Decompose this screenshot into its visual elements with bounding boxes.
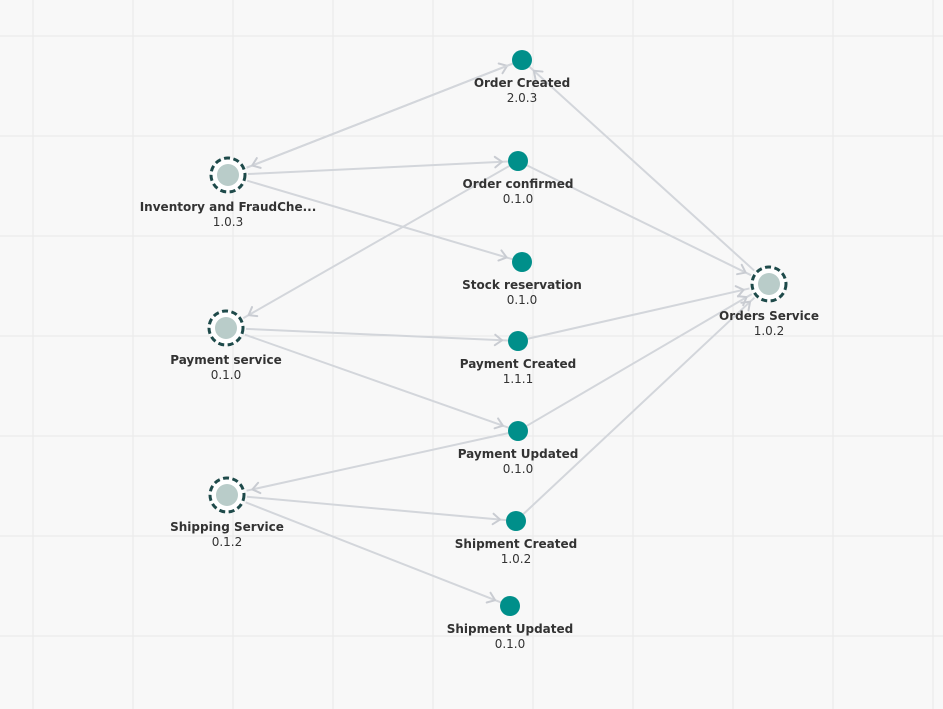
edge-line (526, 293, 753, 427)
node-name-label: Order Created (474, 76, 570, 90)
edge-arrow-head (532, 69, 544, 81)
service-core (758, 273, 780, 295)
node-name-label: Payment service (170, 353, 282, 367)
node-name-label: Orders Service (719, 309, 819, 323)
event-dot (508, 151, 528, 171)
event-dot (508, 331, 528, 351)
edge-line (246, 179, 513, 261)
node-name-label: Shipment Updated (447, 622, 573, 636)
edge-orders-to-order-created (528, 65, 755, 272)
node-name-label: Inventory and FraudChe... (140, 200, 317, 214)
edge-shipment-created-to-orders (522, 296, 756, 515)
service-node-inventory[interactable]: Inventory and FraudChe...1.0.3 (140, 156, 317, 229)
edge-line (245, 327, 509, 342)
edge-arrow-head (485, 591, 497, 604)
edge-arrow-head (740, 300, 752, 312)
node-name-label: Payment Created (460, 357, 577, 371)
edge-payment-to-payment-updated (244, 333, 509, 430)
edge-line (247, 160, 509, 176)
edge-arrow-head (491, 512, 502, 526)
node-name-label: Payment Updated (458, 447, 579, 461)
edge-arrow-head (493, 417, 504, 430)
node-version-label: 0.1.0 (503, 462, 534, 476)
node-version-label: 1.0.2 (754, 324, 785, 338)
edge-arrow-head (497, 249, 508, 262)
edge-arrow-head (251, 157, 262, 169)
edge-arrow-head (493, 333, 504, 347)
node-name-label: Shipping Service (170, 520, 284, 534)
edge-inventory-to-order-confirmed (247, 155, 509, 176)
node-version-label: 0.1.0 (211, 368, 242, 382)
service-core (216, 484, 238, 506)
edge-line (244, 333, 509, 429)
edge-arrow-head (493, 155, 504, 169)
node-version-label: 1.0.3 (213, 215, 244, 229)
service-core (217, 164, 239, 186)
node-version-label: 1.1.1 (503, 372, 534, 386)
node-version-label: 2.0.3 (507, 91, 538, 105)
event-dot (512, 50, 532, 70)
node-version-label: 0.1.0 (503, 192, 534, 206)
edge-payment-to-payment-created (245, 327, 509, 347)
event-dot (512, 252, 532, 272)
edge-line (246, 495, 507, 522)
edge-line (246, 432, 509, 492)
service-core (215, 317, 237, 339)
edge-shipping-to-shipment-updated (245, 501, 502, 604)
event-dot (508, 421, 528, 441)
edge-line (527, 287, 750, 340)
edge-line (246, 62, 514, 169)
edge-order-created-to-inventory (246, 62, 514, 169)
edge-line (245, 501, 502, 604)
node-version-label: 0.1.0 (495, 637, 526, 651)
edge-line (522, 296, 756, 515)
edges-layer (242, 62, 756, 604)
node-name-label: Stock reservation (462, 278, 582, 292)
edge-arrow-head (247, 306, 259, 318)
edge-payment-updated-to-shipping (246, 432, 509, 495)
edge-arrow-head (251, 481, 262, 495)
node-version-label: 0.1.0 (507, 293, 538, 307)
event-dot (500, 596, 520, 616)
edge-line (526, 164, 752, 277)
edge-arrow-head (736, 263, 747, 276)
edge-line (528, 65, 755, 272)
edge-payment-created-to-orders (527, 285, 750, 340)
edge-order-confirmed-to-orders (526, 164, 752, 277)
edge-order-confirmed-to-payment (242, 165, 510, 319)
edge-shipping-to-shipment-created (246, 495, 507, 526)
node-name-label: Order confirmed (463, 177, 574, 191)
edge-inventory-to-stock-reservation (246, 179, 513, 262)
node-name-label: Shipment Created (455, 537, 577, 551)
node-version-label: 0.1.2 (212, 535, 243, 549)
event-dot (506, 511, 526, 531)
edge-arrow-head (734, 285, 745, 298)
node-version-label: 1.0.2 (501, 552, 532, 566)
edge-line (242, 165, 510, 319)
